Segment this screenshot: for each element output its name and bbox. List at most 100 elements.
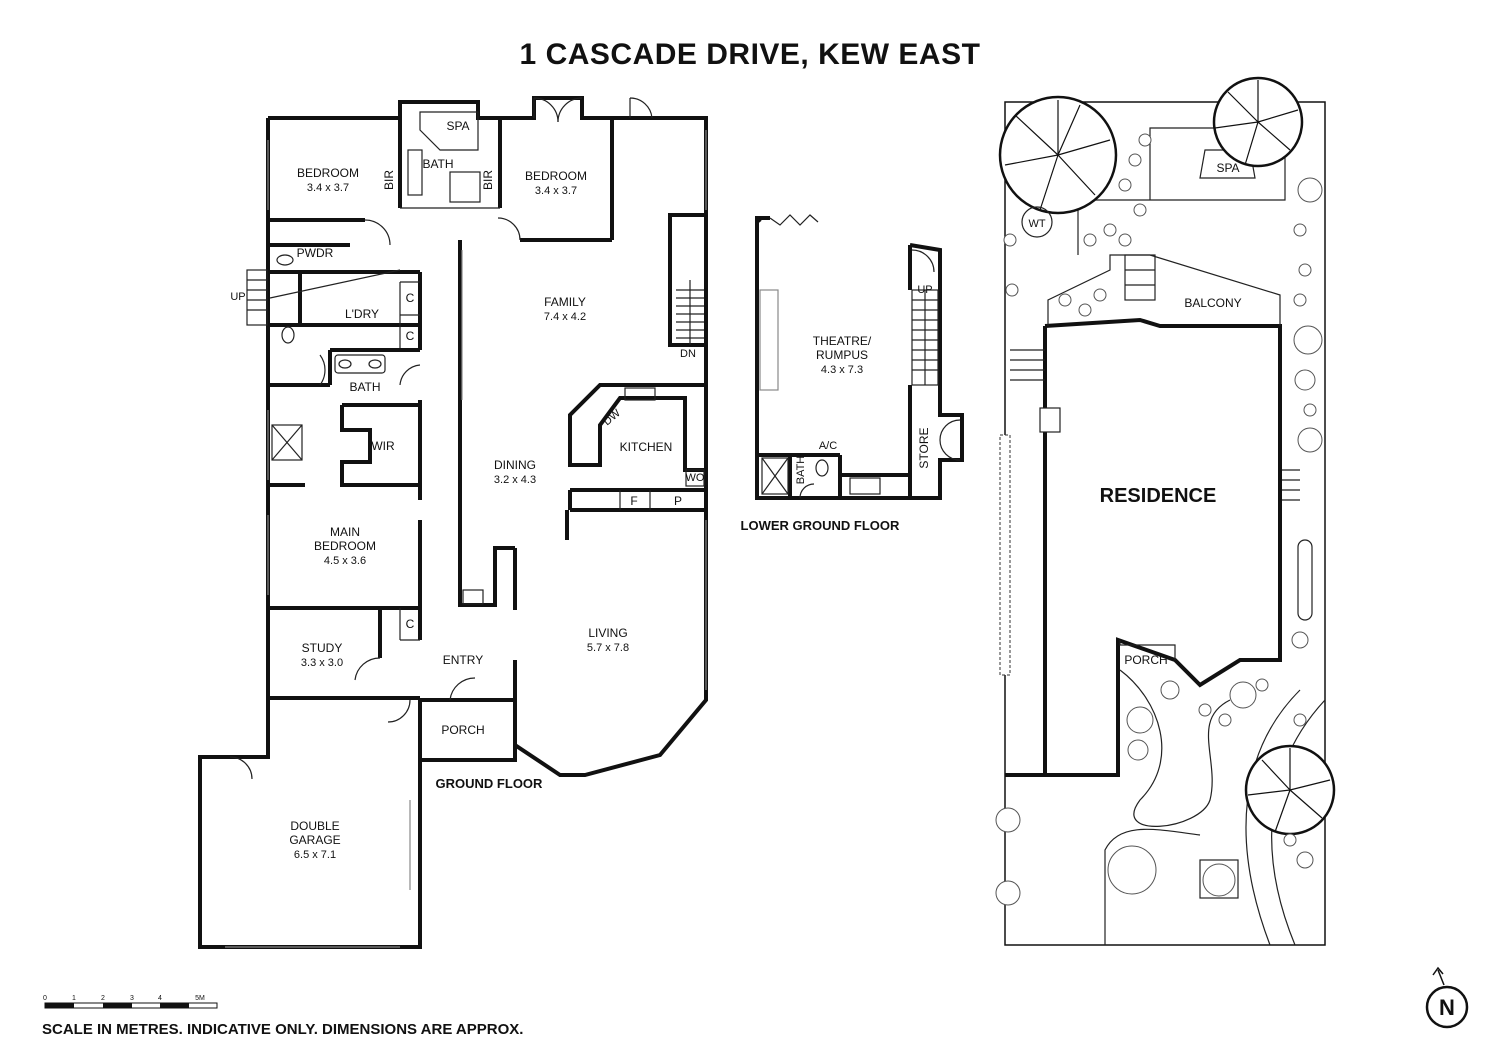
garden-path bbox=[1119, 669, 1231, 827]
room-dims-main-bedroom: 4.5 x 3.6 bbox=[324, 555, 366, 567]
shower bbox=[449, 171, 481, 203]
room-dims-family: 7.4 x 4.2 bbox=[544, 311, 586, 323]
room-label-porch: PORCH bbox=[441, 723, 484, 737]
label-ac: A/C bbox=[819, 440, 837, 452]
room-dims-dining: 3.2 x 4.3 bbox=[494, 474, 536, 486]
sink bbox=[462, 589, 484, 605]
door-swing bbox=[533, 97, 559, 123]
scale-bar: 0 1 2 3 4 5M SCALE IN METRES. INDICATIVE… bbox=[42, 995, 523, 1038]
room-dims-theatre: 4.3 x 7.3 bbox=[821, 364, 863, 376]
room-label-cupboard: C bbox=[406, 329, 415, 343]
compass-circle-icon bbox=[1425, 985, 1469, 1029]
sink bbox=[849, 477, 881, 495]
door-swing bbox=[939, 419, 961, 461]
ground-floor-label: GROUND FLOOR bbox=[436, 776, 543, 791]
room-label-bir: BIR bbox=[481, 170, 495, 190]
wall-oven bbox=[685, 469, 705, 487]
stair-wall bbox=[668, 213, 706, 347]
room-label-garage: DOUBLE bbox=[290, 819, 339, 833]
porch-wall bbox=[418, 700, 517, 762]
shower bbox=[271, 424, 303, 461]
door-swing bbox=[399, 364, 421, 386]
room-label-laundry: L'DRY bbox=[345, 307, 379, 321]
scale-tick-0: 0 bbox=[43, 995, 47, 1002]
toilet bbox=[815, 459, 829, 477]
ground-floor-plan bbox=[198, 96, 708, 949]
room-label-bedroom: BEDROOM bbox=[297, 166, 359, 180]
toilet bbox=[276, 254, 294, 266]
kitchen-island bbox=[568, 383, 706, 472]
room-label-rumpus: RUMPUS bbox=[816, 348, 868, 362]
room-label-cupboard: C bbox=[406, 617, 415, 631]
vanity bbox=[334, 354, 386, 374]
door-swing bbox=[911, 249, 935, 273]
page-title: 1 CASCADE DRIVE, KEW EAST bbox=[520, 38, 981, 71]
scale-tick-3: 3 bbox=[130, 995, 134, 1002]
tree bbox=[998, 95, 1118, 215]
room-dims-garage: 6.5 x 7.1 bbox=[294, 849, 336, 861]
site-plan bbox=[995, 76, 1336, 946]
north-compass: N bbox=[1425, 966, 1469, 1029]
label-dishwasher: DW bbox=[601, 407, 623, 428]
room-dims-study: 3.3 x 3.0 bbox=[301, 657, 343, 669]
ground-stairs bbox=[676, 280, 704, 345]
door-swing bbox=[557, 97, 583, 123]
lower-ground-floor-label: LOWER GROUND FLOOR bbox=[741, 518, 900, 533]
lower-ground-labels: THEATRE/ RUMPUS 4.3 x 7.3 BATH A/C STORE… bbox=[741, 284, 933, 533]
room-label-wir: WIR bbox=[371, 439, 395, 453]
wir-wall bbox=[340, 403, 422, 487]
room-label-living: LIVING bbox=[588, 626, 627, 640]
room-label-pwdr: PWDR bbox=[297, 246, 334, 260]
garden-bed bbox=[1104, 828, 1201, 945]
scale-note: SCALE IN METRES. INDICATIVE ONLY. DIMENS… bbox=[42, 1021, 523, 1038]
spa-label: SPA bbox=[1216, 161, 1239, 175]
room-label-entry: ENTRY bbox=[443, 653, 483, 667]
room-label-bedroom: BEDROOM bbox=[525, 169, 587, 183]
room-dims-living: 5.7 x 7.8 bbox=[587, 642, 629, 654]
side-steps bbox=[246, 269, 268, 326]
shower bbox=[761, 457, 789, 495]
room-label-cupboard: C bbox=[406, 291, 415, 305]
lower-ground-outer-wall bbox=[755, 216, 964, 500]
room-label-kitchen: KITCHEN bbox=[620, 440, 673, 454]
tree bbox=[1212, 76, 1304, 168]
room-label-main-bedroom: MAIN bbox=[330, 525, 360, 539]
door-swing bbox=[449, 677, 476, 701]
stairs bbox=[1124, 254, 1156, 301]
door-swing bbox=[497, 217, 521, 241]
porch-label: PORCH bbox=[1124, 653, 1167, 667]
site-steps bbox=[1010, 349, 1300, 501]
room-label-garage-2: GARAGE bbox=[289, 833, 340, 847]
door-swing bbox=[364, 219, 391, 246]
residence-label: RESIDENCE bbox=[1100, 485, 1217, 507]
stair-up-label: UP bbox=[230, 291, 245, 303]
sink bbox=[624, 387, 656, 401]
door-swing bbox=[354, 657, 381, 681]
room-dims-bedroom: 3.4 x 3.7 bbox=[307, 182, 349, 194]
stair-down-label: DN bbox=[680, 348, 696, 360]
label-pantry: P bbox=[674, 494, 682, 508]
water-tank-label: WT bbox=[1028, 218, 1045, 230]
door-swing bbox=[629, 97, 653, 119]
wall-break bbox=[769, 214, 819, 226]
compass-label: N bbox=[1439, 995, 1455, 1020]
hedge bbox=[999, 434, 1011, 676]
label-fridge: F bbox=[630, 494, 637, 508]
door-swing bbox=[319, 354, 326, 386]
window bbox=[759, 289, 779, 391]
room-label-store: STORE bbox=[917, 427, 931, 468]
room-label-spa: SPA bbox=[446, 119, 469, 133]
residence-outline bbox=[1005, 317, 1282, 777]
tree bbox=[1244, 744, 1336, 836]
door-swing bbox=[799, 483, 815, 499]
site-plan-labels: RESIDENCE BALCONY PORCH SPA WT bbox=[1028, 161, 1241, 667]
bar-wall bbox=[458, 546, 515, 607]
lower-ground-floor-plan bbox=[755, 214, 964, 500]
room-label-dining: DINING bbox=[494, 458, 536, 472]
door-swing bbox=[387, 699, 411, 723]
scale-tick-5: 5M bbox=[195, 995, 205, 1002]
balcony-label: BALCONY bbox=[1184, 296, 1241, 310]
scale-tick-1: 1 bbox=[72, 995, 76, 1002]
door-swing bbox=[229, 756, 253, 780]
